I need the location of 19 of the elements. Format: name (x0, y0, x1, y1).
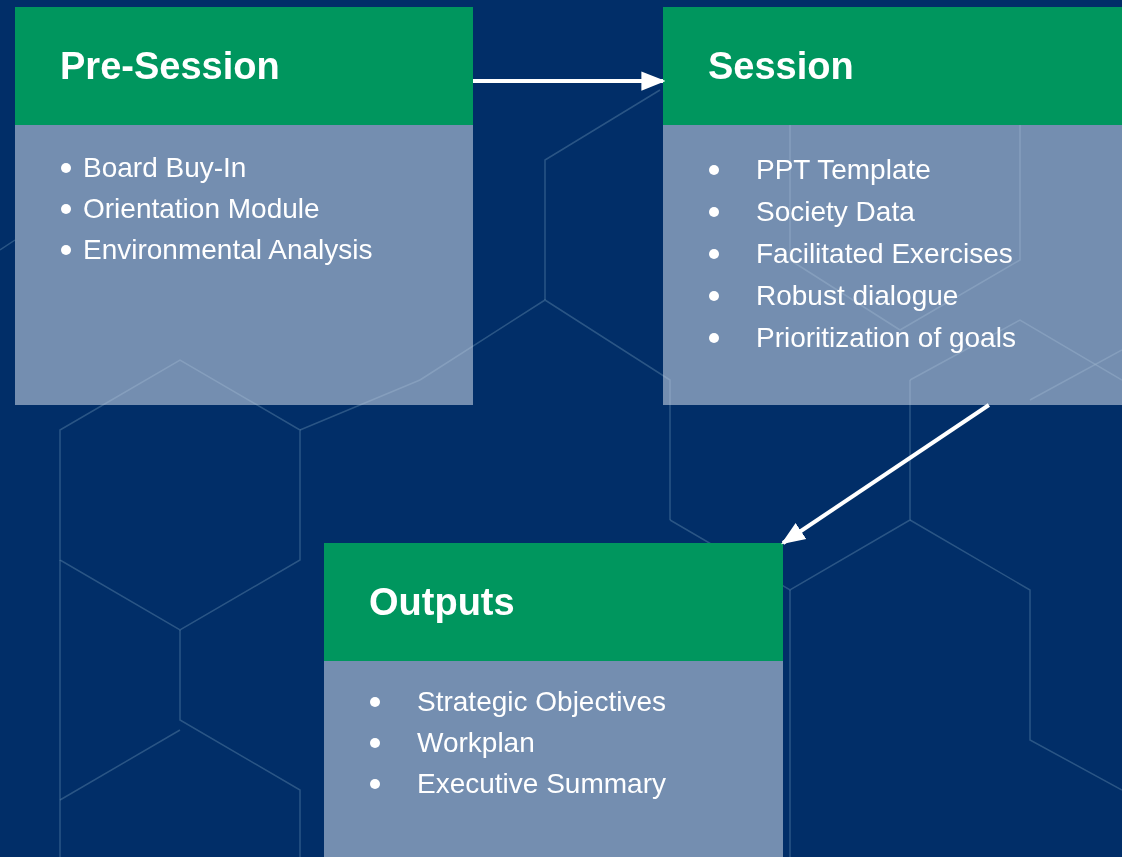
bullet-item: Board Buy-In (61, 151, 473, 185)
card-heading: Session (663, 7, 1122, 125)
bullet-item: Workplan (370, 726, 783, 760)
process-card (324, 543, 783, 857)
bullet-item: Environmental Analysis (61, 233, 473, 267)
process-card (663, 7, 1122, 405)
card-heading: Outputs (324, 543, 783, 661)
bullet-item: PPT Template (709, 153, 1122, 187)
bullet-item: Society Data (709, 195, 1122, 229)
bullet-item: Facilitated Exercises (709, 237, 1122, 271)
process-card (15, 7, 473, 405)
bullet-item: Prioritization of goals (709, 321, 1122, 355)
card-heading: Pre-Session (15, 7, 473, 125)
bullet-item: Orientation Module (61, 192, 473, 226)
bullet-item: Executive Summary (370, 767, 783, 801)
bullet-item: Robust dialogue (709, 279, 1122, 313)
bullet-item: Strategic Objectives (370, 685, 783, 719)
arrow (473, 71, 666, 91)
arrow (781, 403, 990, 545)
